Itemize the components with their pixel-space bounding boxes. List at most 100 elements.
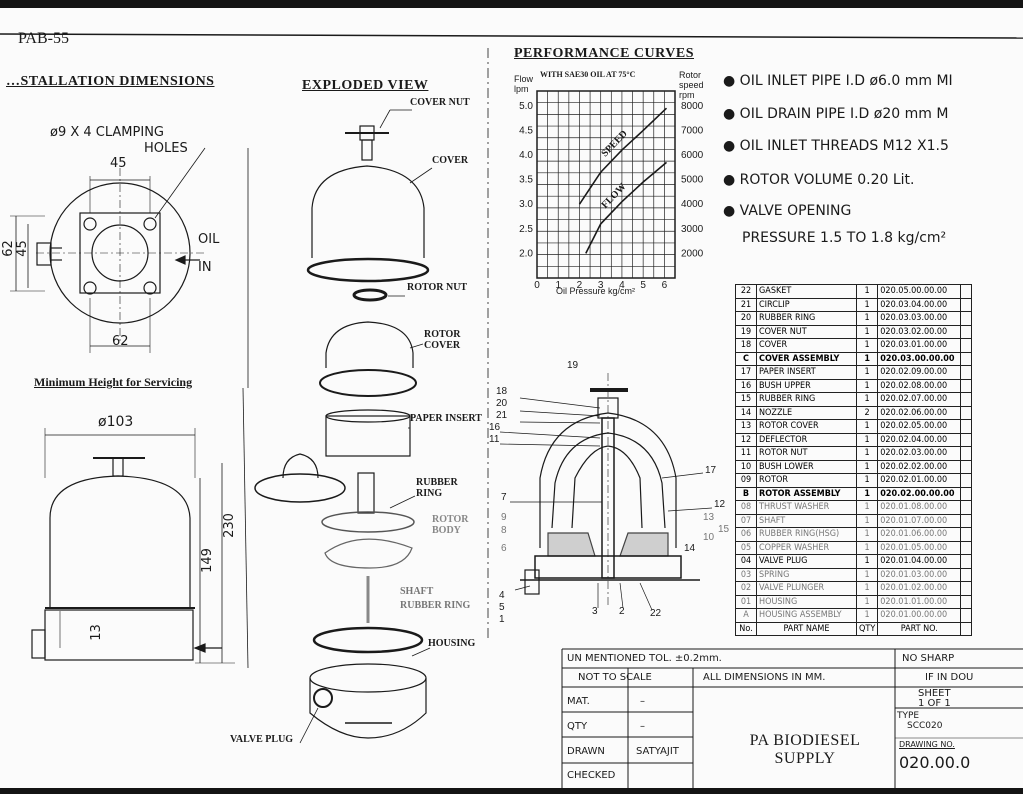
table-cell: 22 [735,284,757,299]
table-cell [960,608,973,623]
chart-y-left-tick-label: 3.5 [519,175,533,186]
chart-x-tick-label: 6 [662,280,668,291]
dim-230: 230 [221,513,237,538]
spec-oil-inlet-threads: ● OIL INLET THREADS M12 X1.5 [723,138,949,154]
table-cell: 1 [855,473,879,488]
chart-xlabel: Oil Pressure kg/cm² [556,286,636,296]
table-cell: 1 [855,608,879,623]
table-cell: 1 [855,297,879,312]
section-callout: 18 [496,386,508,397]
table-cell [960,486,973,501]
table-cell: 020.05.00.00.00 [877,284,962,299]
table-cell: 15 [735,392,757,407]
table-cell: 020.01.04.00.00 [877,554,962,569]
chart-y-right-tick-label: 2000 [681,248,704,259]
chart-y-right-tick-label: 3000 [681,224,704,235]
spec-rotor-volume: ● ROTOR VOLUME 0.20 Lit. [723,172,915,188]
label-paper-insert: PAPER INSERT [410,413,482,424]
table-cell: 020.03.02.00.00 [877,324,962,339]
table-cell: 11 [735,446,757,461]
chart-y-right-tick-label: 6000 [681,150,704,161]
chart-y-left-tick-label: 5.0 [519,101,533,112]
table-cell [960,392,973,407]
installation-title: …STALLATION DIMENSIONS [6,74,215,89]
min-height-title: Minimum Height for Servicing [34,375,193,389]
chart-x-tick-label: 3 [598,280,604,291]
label-rubber-ring: RUBBER RING [400,600,471,611]
oil-label: OIL [198,232,220,247]
section-callout: 11 [489,434,500,445]
section-callout: 1 [499,614,505,625]
table-cell: COVER NUT [756,324,857,339]
table-cell: B [735,486,757,501]
section-callout: 9 [501,512,507,523]
clamp-note-2: HOLES [144,141,188,156]
spec-oil-inlet-threads-text: OIL INLET THREADS M12 X1.5 [739,138,949,154]
table-cell [960,581,973,596]
table-cell: 1 [855,581,879,596]
table-cell: 020.01.05.00.00 [877,540,962,555]
section-callout: 20 [496,398,508,409]
label-cover: COVER [432,155,469,166]
table-cell: C [735,351,757,366]
spec-valve-pressure: PRESSURE 1.5 TO 1.8 kg/cm² [742,230,947,246]
table-cell: HOUSING [756,594,857,609]
table-cell: 1 [855,486,879,501]
section-callout: 14 [684,543,696,554]
chart-y-right-tick-label: 4000 [681,199,704,210]
label-rotor: ROTOR [424,329,461,340]
section-callout: 12 [714,499,726,510]
label-rotor-body-2: BODY [432,525,461,536]
table-cell: 2 [855,405,879,420]
table-header-cell: PART NO. [877,621,962,636]
table-cell: PAPER INSERT [756,365,857,380]
table-cell: 020.02.03.00.00 [877,446,962,461]
table-cell: VALVE PLUNGER [756,581,857,596]
table-cell [960,473,973,488]
table-cell [960,527,973,542]
dim-13: 13 [88,624,104,641]
table-cell: 1 [855,567,879,582]
table-cell: 020.01.06.00.00 [877,527,962,542]
tolerance-note: UN MENTIONED TOL. ±0.2mm. [567,653,722,664]
label-rotor-nut: ROTOR NUT [407,282,468,293]
table-cell: 1 [855,392,879,407]
table-cell: 020.02.00.00.00 [877,486,962,501]
table-cell [960,459,973,474]
table-cell: 020.03.04.00.00 [877,297,962,312]
chart-series-label-speed: SPEED [600,128,630,159]
chart-series-line-flow [585,161,668,254]
drawn-value: SATYAJIT [636,746,679,757]
chart-ylabel-right: Rotor speed rpm [679,70,704,100]
label-housing: HOUSING [428,638,476,649]
table-cell [960,419,973,434]
section-callout: 7 [501,492,507,503]
table-cell [960,284,973,299]
table-cell: 020.02.01.00.00 [877,473,962,488]
table-cell [960,513,973,528]
table-cell: 1 [855,527,879,542]
section-view-drawing [499,373,713,611]
sheet-label: SHEET [918,688,951,699]
chart-y-right-tick-label: 5000 [681,175,704,186]
section-callout: 10 [703,532,715,543]
if-in-doubt-note: IF IN DOU [925,672,974,683]
table-cell [960,324,973,339]
table-cell: 14 [735,405,757,420]
checked-label: CHECKED [567,770,616,781]
table-cell: 020.02.05.00.00 [877,419,962,434]
type-value: SCC020 [907,721,943,731]
section-callout: 2 [619,606,625,617]
dim-62-bottom: 62 [112,334,129,349]
